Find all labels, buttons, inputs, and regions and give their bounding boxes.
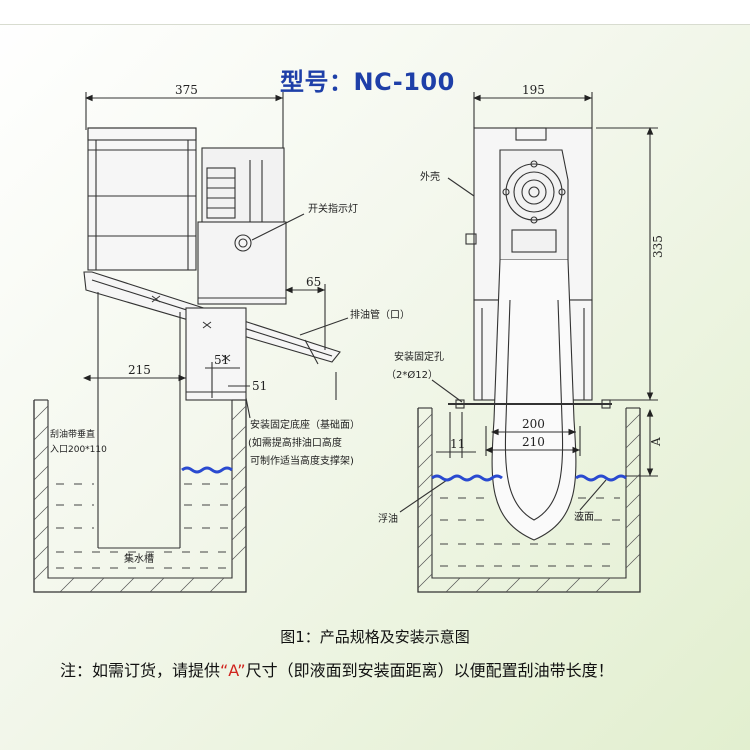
right-dim-a: A (649, 437, 663, 447)
left-oil-wave (181, 466, 233, 474)
label-mount-hole-2: （2*Ø12） (386, 369, 438, 381)
label-base-line-3: 可制作适当高度支撑架) (250, 454, 354, 467)
right-oil-wave (431, 474, 627, 482)
left-side-view (33, 92, 349, 593)
label-shell: 外壳 (420, 170, 440, 183)
right-dim-side: 11 (450, 437, 465, 451)
label-floating-oil: 浮油 (378, 512, 398, 525)
label-indicator-light: 开关指示灯 (308, 202, 358, 215)
note-suffix: 尺寸（即液面到安装面距离）以便配置刮油带长度！ (245, 661, 614, 680)
left-dim-base-b: 51 (252, 379, 267, 393)
note-prefix: 注：如需订货，请提供 (60, 661, 221, 680)
left-dim-width: 375 (175, 83, 198, 97)
label-mount-hole-1: 安装固定孔 (394, 350, 444, 363)
label-collection-tank: 集水槽 (124, 552, 154, 565)
label-oil-outlet: 排油管（口） (350, 308, 410, 321)
top-strip (0, 0, 750, 25)
left-dim-base-a: 51 (214, 353, 229, 367)
order-note: 注：如需订货，请提供“A”尺寸（即液面到安装面距离）以便配置刮油带长度！ (60, 657, 740, 681)
right-dim-width: 195 (522, 83, 545, 97)
right-dim-inner-b: 210 (522, 435, 545, 449)
label-inlet-line-2: 入口200*110 (50, 444, 107, 455)
left-dim-inlet-spacing: 215 (128, 363, 151, 377)
label-liquid-surface: 液面 (574, 510, 594, 523)
note-highlight: “A” (220, 661, 246, 680)
right-front-view (399, 92, 658, 593)
figure-caption: 图1：产品规格及安装示意图 (280, 628, 470, 646)
label-base-line-1: 安装固定底座（基础面） (250, 418, 360, 431)
right-dim-inner-a: 200 (522, 417, 545, 431)
model-title: 型号：NC-100 (280, 68, 455, 96)
right-dim-height: 335 (651, 235, 665, 258)
label-inlet-line-1: 刮油带垂直 (50, 428, 95, 440)
label-base-line-2: (如需提高排油口高度 (248, 436, 342, 449)
left-dim-pipe-offset: 65 (306, 275, 321, 289)
